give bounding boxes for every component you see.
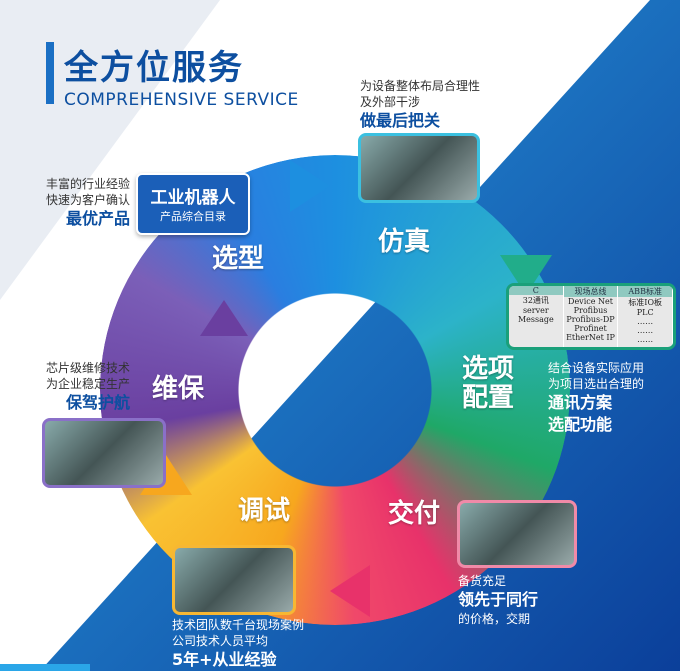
page-title: 全方位服务 bbox=[64, 48, 244, 88]
text-line: 技术团队数千台现场案例 bbox=[172, 618, 305, 632]
table-cell: PLC bbox=[636, 308, 654, 317]
title-accent-bar bbox=[46, 42, 54, 104]
stage-delivery: 交付 bbox=[388, 499, 441, 529]
table-cell: Profibus-DP bbox=[566, 315, 615, 324]
delivery-image bbox=[457, 500, 577, 568]
text-line: 及外部干涉 bbox=[360, 95, 421, 110]
cycle-arrow-icon bbox=[290, 160, 330, 212]
highlight-text: 领先于同行 bbox=[458, 590, 539, 610]
config-description: 结合设备实际应用 为项目选出合理的 通讯方案 选配功能 bbox=[548, 360, 644, 436]
text-line: 公司技术人员平均 bbox=[172, 634, 269, 649]
text-line: 为企业稳定生产 bbox=[45, 377, 130, 392]
selection-description: 丰富的行业经验 快速为客户确认 最优产品 bbox=[30, 176, 130, 230]
catalog-card[interactable]: 工业机器人 产品综合目录 bbox=[136, 173, 250, 235]
maintenance-description: 芯片级维修技术 为企业稳定生产 保驾护航 bbox=[30, 360, 130, 414]
table-cell: EtherNet IP bbox=[566, 333, 615, 342]
maintenance-image bbox=[42, 418, 166, 488]
highlight-text: 通讯方案 bbox=[548, 393, 613, 413]
text-line: 为项目选出合理的 bbox=[548, 377, 645, 392]
table-header: C bbox=[509, 286, 563, 295]
cycle-arrow-icon bbox=[330, 565, 370, 617]
stage-debugging: 调试 bbox=[238, 496, 291, 526]
catalog-subtitle: 产品综合目录 bbox=[160, 210, 226, 223]
stage-configuration: 选项 配置 bbox=[462, 354, 515, 413]
table-cell: Message bbox=[517, 315, 554, 324]
table-cell: 标准IO板 bbox=[628, 298, 663, 307]
text-line: 备货充足 bbox=[458, 574, 507, 588]
cycle-arrow-icon bbox=[200, 300, 248, 336]
table-header: ABB标准 bbox=[618, 286, 673, 297]
highlight-text: 5年+从业经验 bbox=[172, 650, 277, 670]
page-subtitle: COMPREHENSIVE SERVICE bbox=[64, 90, 299, 110]
table-cell: Profibus bbox=[573, 306, 608, 315]
stage-simulation: 仿真 bbox=[378, 227, 431, 257]
table-cell: …… bbox=[637, 335, 654, 344]
table-header: 现场总线 bbox=[563, 286, 618, 297]
highlight-text: 做最后把关 bbox=[360, 111, 441, 131]
highlight-text: 最优产品 bbox=[65, 209, 130, 229]
table-cell: …… bbox=[637, 326, 654, 335]
text-line: 芯片级维修技术 bbox=[45, 361, 130, 375]
highlight-text: 选配功能 bbox=[548, 414, 613, 434]
text-line: 的价格，交期 bbox=[458, 611, 531, 626]
table-cell: 32通讯 bbox=[522, 296, 549, 305]
text-line: 快速为客户确认 bbox=[45, 193, 130, 208]
text-line: 为设备整体布局合理性 bbox=[360, 79, 481, 93]
stage-selection: 选型 bbox=[212, 244, 265, 274]
table-cell: Device Net bbox=[568, 297, 613, 306]
stage-maintenance: 维保 bbox=[152, 374, 205, 404]
table-cell: …… bbox=[637, 317, 654, 326]
catalog-title: 工业机器人 bbox=[150, 188, 236, 208]
debugging-image bbox=[172, 545, 296, 615]
table-cell: server bbox=[522, 306, 549, 315]
simulation-image bbox=[358, 133, 480, 203]
debugging-description: 技术团队数千台现场案例 公司技术人员平均 5年+从业经验 bbox=[172, 617, 304, 671]
highlight-text: 保驾护航 bbox=[65, 393, 130, 413]
text-line: 丰富的行业经验 bbox=[45, 177, 130, 191]
simulation-description: 为设备整体布局合理性 及外部干涉 做最后把关 bbox=[360, 78, 480, 132]
delivery-description: 备货充足 领先于同行 的价格，交期 bbox=[458, 573, 538, 627]
text-line: 结合设备实际应用 bbox=[548, 361, 645, 375]
table-cell: Profinet bbox=[574, 324, 607, 333]
